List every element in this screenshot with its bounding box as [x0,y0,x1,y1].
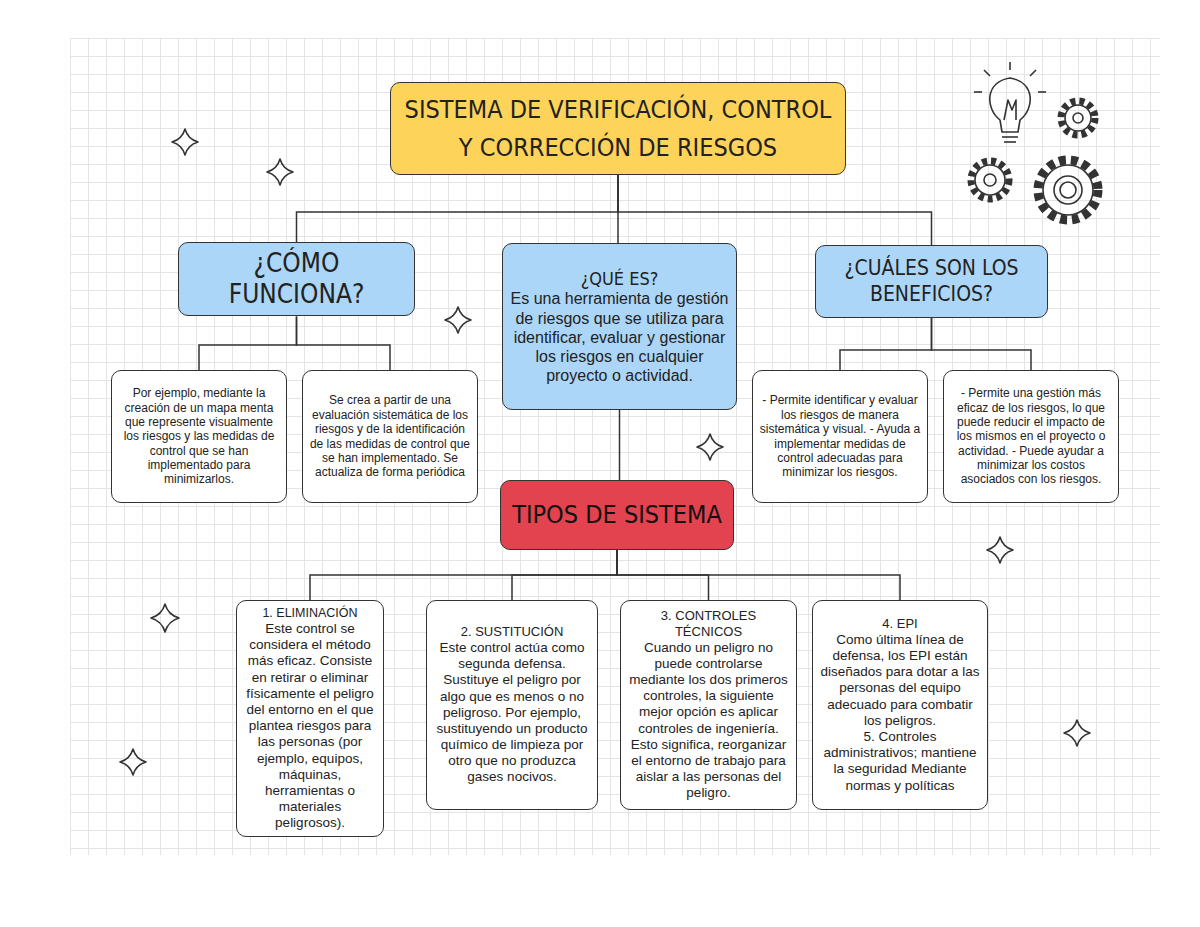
detail-box: Se crea a partir de una evaluación siste… [302,370,478,503]
box-text: Como última línea de defensa, los EPI es… [819,632,981,729]
tree-connector [512,550,617,600]
sparkle [172,129,198,155]
sparkle [697,434,723,460]
tree-connector [840,318,932,370]
sparkle [120,749,146,775]
box-text: 5. Controles administrativos; mantiene l… [819,729,981,794]
detail-box: Por ejemplo, mediante la creación de un … [111,370,287,503]
detail-box: - Permite identificar y evaluar los ries… [752,370,928,503]
definition-box: ¿QUÉ ES?Es una herramienta de gestión de… [502,243,737,410]
box-text: Se crea a partir de una evaluación siste… [309,393,471,479]
type-box: 2. SUSTITUCIÓNEste control actúa como se… [426,600,598,810]
tree-connector [199,316,297,370]
box-text: - Permite identificar y evaluar los ries… [759,393,921,479]
category-box: TIPOS DE SISTEMA [500,480,734,550]
lightbulb-icon [974,62,1046,142]
sparkle [151,604,179,632]
tree-connector [618,175,932,245]
box-text: ¿CÓMO FUNCIONA? [185,248,408,310]
sparkle [987,537,1013,563]
title-box: SISTEMA DE VERIFICACIÓN, CONTROL Y CORRE… [390,82,846,175]
box-text: Cuando un peligro no puede controlarse m… [627,640,790,802]
box-text: - Permite una gestión más eficaz de los … [950,386,1112,487]
box-heading: 3. CONTROLES TÉCNICOS [627,608,790,639]
sparkle [445,307,471,333]
tree-connector [310,550,617,600]
type-box: 3. CONTROLES TÉCNICOSCuando un peligro n… [620,600,797,810]
box-text: TIPOS DE SISTEMA [512,500,722,530]
detail-box: - Permite una gestión más eficaz de los … [943,370,1119,503]
box-text: ¿CUÁLES SON LOS BENEFICIOS? [822,256,1041,306]
box-heading: 1. ELIMINACIÓN [262,606,357,621]
tree-connector [297,175,619,242]
question-box: ¿CÓMO FUNCIONA? [178,242,415,316]
box-text: Este control actúa como segunda defensa.… [433,640,591,786]
tree-connector [932,318,1032,370]
sparkle [1064,720,1090,746]
box-text: Este control se considera el método más … [243,621,377,831]
tree-connector [619,410,621,480]
tree-connector [297,316,391,370]
question-box: ¿CUÁLES SON LOS BENEFICIOS? [815,245,1048,318]
tree-connector [617,550,900,600]
box-text: Por ejemplo, mediante la creación de un … [118,386,280,487]
box-heading: 4. EPI [882,616,917,632]
type-box: 1. ELIMINACIÓNEste control se considera … [236,600,384,837]
gear-icons [971,101,1098,220]
box-heading: ¿QUÉ ES? [581,268,659,290]
box-text: SISTEMA DE VERIFICACIÓN, CONTROL Y CORRE… [397,91,839,166]
sparkle [267,159,293,185]
box-heading: 2. SUSTITUCIÓN [461,624,564,640]
box-text: Es una herramienta de gestión de riesgos… [509,289,730,385]
type-box: 4. EPIComo última línea de defensa, los … [812,600,988,810]
